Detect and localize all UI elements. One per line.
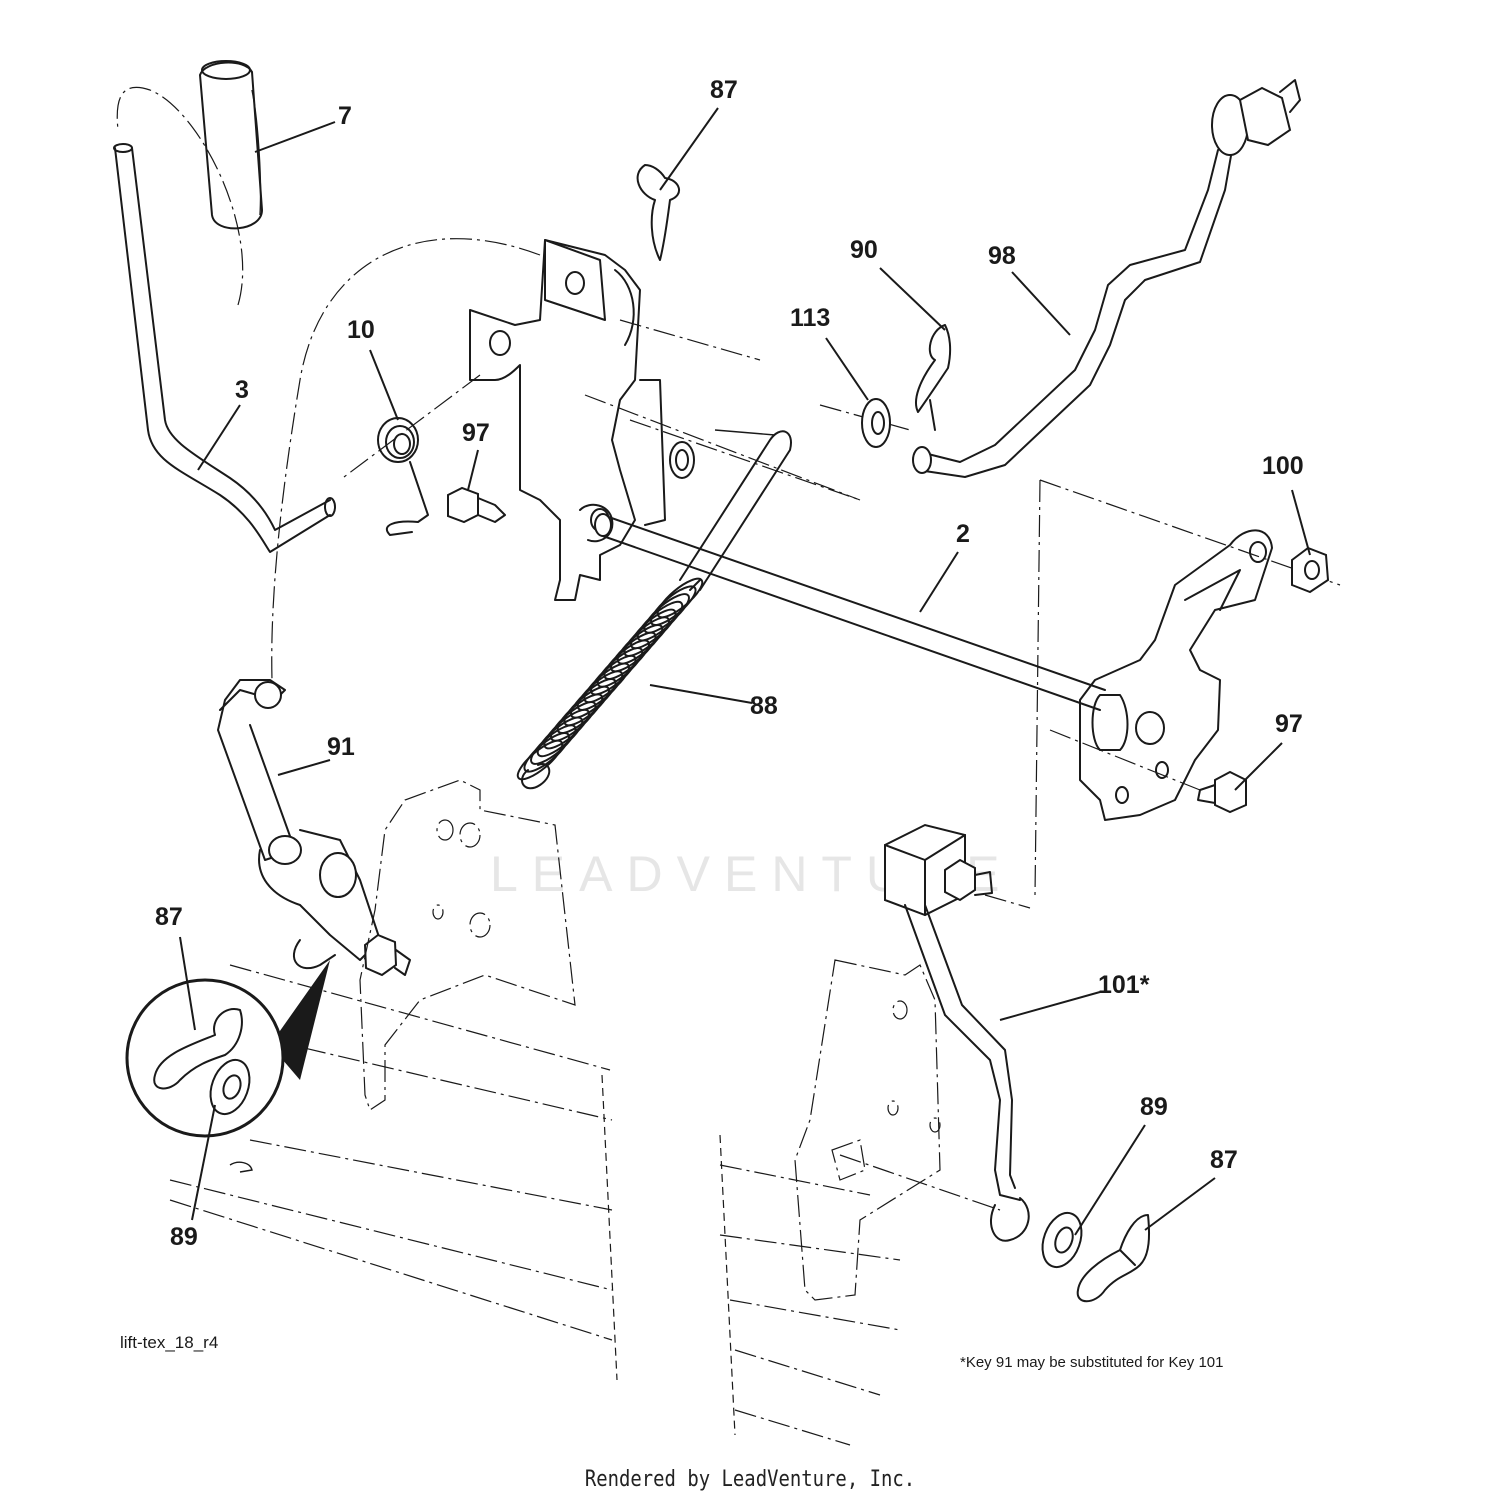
part-7-handle-grip (199, 60, 263, 230)
part-87-hairpin-right (1076, 1214, 1150, 1303)
callout-89-left: 89 (170, 1223, 198, 1251)
right-lift-arm (1079, 529, 1273, 821)
callout-97-right: 97 (1275, 710, 1303, 738)
callout-3: 3 (235, 376, 249, 404)
part-87-hairpin-top (636, 164, 680, 261)
callout-2: 2 (956, 520, 970, 548)
callout-90: 90 (850, 236, 878, 264)
callout-87-left: 87 (155, 903, 183, 931)
callout-10: 10 (347, 316, 375, 344)
callout-89-right: 89 (1140, 1093, 1168, 1121)
part-113-washer (861, 398, 891, 448)
right-deck-hanger (794, 959, 941, 1301)
callout-100: 100 (1262, 452, 1304, 480)
callout-87-top: 87 (710, 76, 738, 104)
part-97-bolt-left (447, 486, 506, 524)
credit-line: Rendered by LeadVenture, Inc. (584, 1467, 916, 1492)
main-bracket (469, 239, 695, 601)
left-deck-hanger (359, 779, 576, 1111)
part-3-lift-rod (113, 143, 336, 553)
spring-hook-wire (679, 429, 792, 591)
part-89-washer-right (1041, 1211, 1083, 1269)
part-10-torsion-spring (377, 417, 429, 536)
part-90-hairpin (915, 324, 952, 431)
part-97-bolt-right (1197, 770, 1247, 814)
part-91-lift-link (217, 679, 411, 977)
callout-87-right: 87 (1210, 1146, 1238, 1174)
callout-88: 88 (750, 692, 778, 720)
callout-98: 98 (988, 242, 1016, 270)
detail-callout-circle (125, 960, 330, 1138)
part-88-extension-spring (516, 577, 704, 790)
part-98-adjust-rod (912, 79, 1301, 478)
part-2-lift-shaft (594, 513, 1106, 711)
deck-clip (229, 1161, 253, 1173)
figure-code: lift-tex_18_r4 (120, 1333, 219, 1352)
callout-113: 113 (790, 304, 831, 332)
leader-lines (179, 107, 1311, 1236)
alignment-lines (116, 86, 1341, 1446)
callout-97-left: 97 (462, 419, 490, 447)
callout-91: 91 (327, 733, 355, 761)
part-101-adjust-link (884, 823, 1030, 1242)
callout-7: 7 (338, 102, 352, 130)
callout-101: 101* (1098, 971, 1150, 999)
footnote: *Key 91 may be substituted for Key 101 (960, 1354, 1224, 1371)
